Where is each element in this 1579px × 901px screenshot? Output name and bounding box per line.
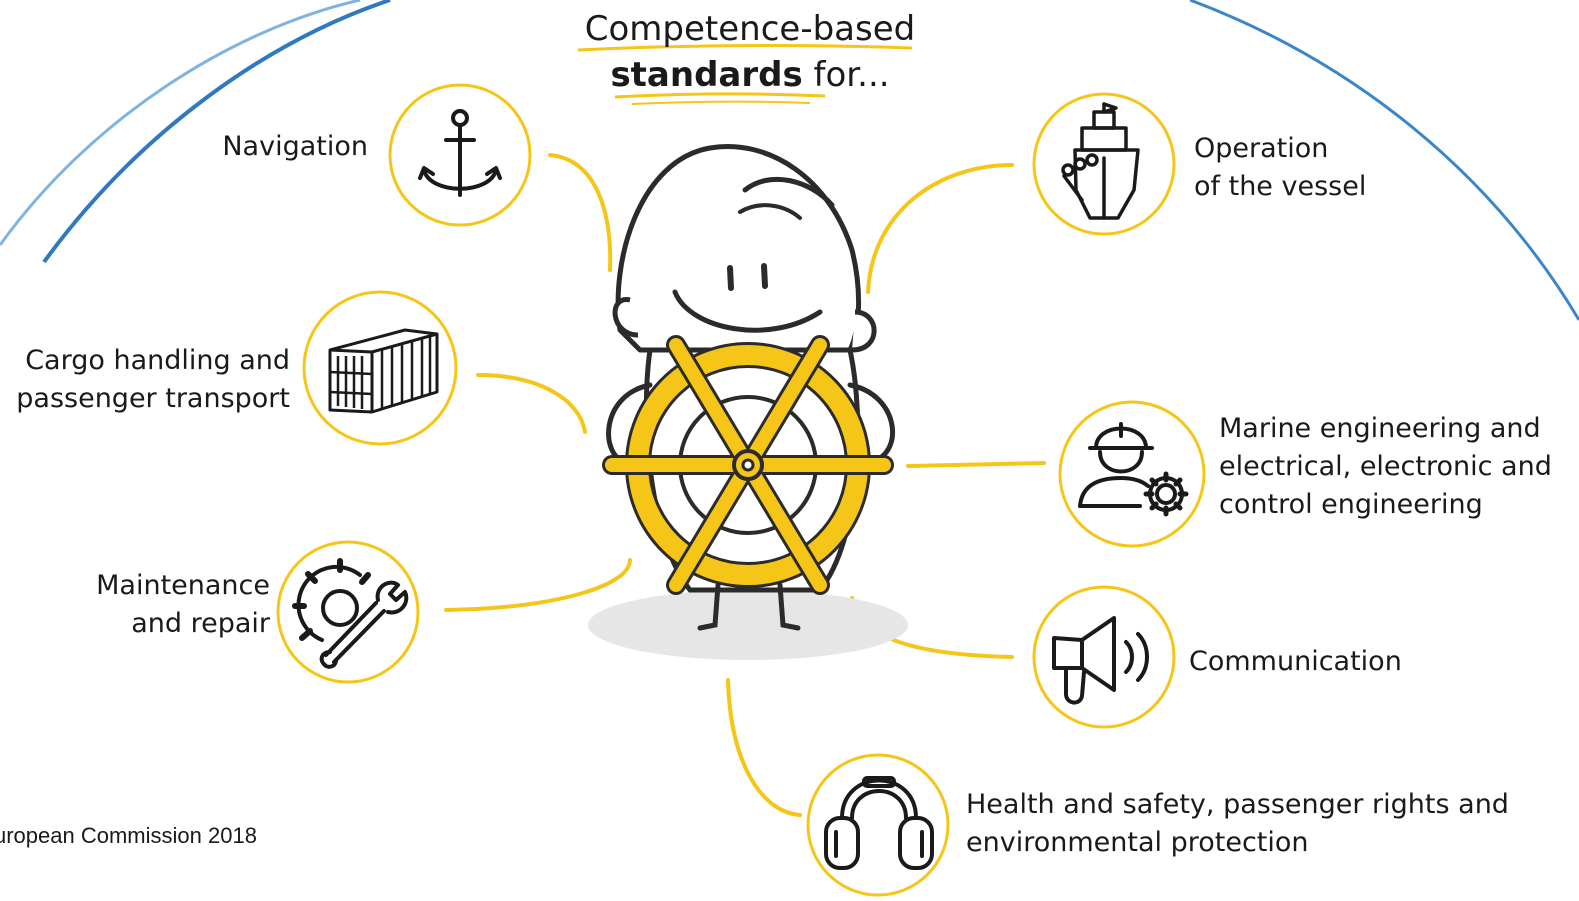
title-underline-3	[631, 100, 811, 105]
label-operation: Operation of the vessel	[1194, 130, 1366, 206]
gear-wrench-icon	[292, 558, 409, 669]
label-health: Health and safety, passenger rights and …	[966, 786, 1509, 862]
page-title: Competence-based standards for...	[540, 6, 960, 98]
label-cargo-line-2: passenger transport	[16, 383, 290, 414]
blue-arc-right	[1189, 0, 1579, 321]
connector-cargo	[476, 373, 587, 434]
label-navigation-line-1: Navigation	[222, 131, 368, 162]
label-health-line-2: environmental protection	[966, 827, 1309, 858]
label-operation-line-1: Operation	[1194, 133, 1329, 164]
connector-operation	[866, 163, 1014, 294]
anchor-icon	[418, 109, 502, 197]
connector-engineering	[906, 461, 1046, 468]
blue-arc-inner	[42, 0, 391, 264]
ship-wheel	[602, 335, 894, 595]
health-circle	[806, 753, 950, 897]
container-icon	[328, 328, 439, 414]
label-health-line-1: Health and safety, passenger rights and	[966, 789, 1509, 820]
label-cargo: Cargo handling and passenger transport	[0, 342, 290, 418]
character-head	[615, 144, 862, 353]
engineer-gear-icon	[1078, 422, 1189, 517]
ear-protection-icon	[824, 776, 934, 870]
cargo-circle	[302, 290, 458, 446]
title-line-2: standards for...	[540, 52, 960, 98]
label-engineering: Marine engineering and electrical, elect…	[1219, 410, 1552, 524]
title-underline-1	[577, 44, 913, 52]
label-engineering-line-2: electrical, electronic and	[1219, 451, 1552, 482]
label-maintenance: Maintenance and repair	[60, 567, 270, 643]
label-communication-line-1: Communication	[1189, 646, 1402, 677]
engineering-circle	[1058, 400, 1206, 548]
label-navigation: Navigation	[170, 128, 368, 166]
blue-arc-outer	[0, 0, 361, 246]
label-maintenance-line-1: Maintenance	[96, 570, 270, 601]
connector-health	[726, 678, 802, 817]
label-operation-line-2: of the vessel	[1194, 171, 1367, 202]
copyright-credit: uropean Commission 2018	[0, 823, 257, 848]
ship-icon	[1061, 102, 1140, 220]
title-rest: for...	[802, 55, 890, 95]
title-line-1: Competence-based	[584, 9, 916, 49]
communication-circle	[1032, 585, 1176, 729]
megaphone-icon	[1052, 616, 1149, 705]
label-engineering-line-1: Marine engineering and	[1219, 413, 1541, 444]
connector-maintenance	[444, 558, 632, 612]
connector-navigation	[548, 153, 613, 272]
label-engineering-line-3: control engineering	[1219, 489, 1483, 520]
label-cargo-line-1: Cargo handling and	[25, 345, 290, 376]
title-bold-word: standards	[610, 55, 803, 95]
ground-shadow	[588, 590, 908, 660]
title-underline-2	[614, 92, 826, 99]
label-maintenance-line-2: and repair	[131, 608, 270, 639]
character-figure	[588, 144, 908, 660]
label-communication: Communication	[1189, 643, 1402, 681]
